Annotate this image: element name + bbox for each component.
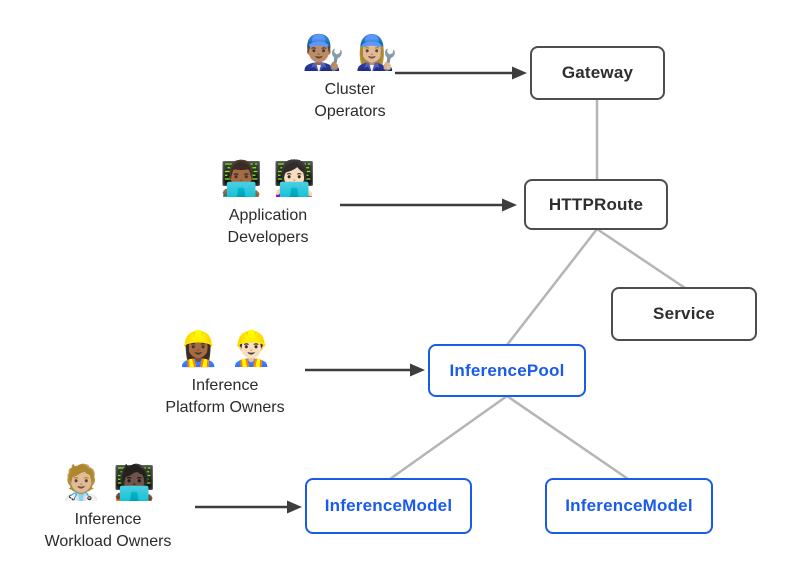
node-service-label: Service [653, 304, 715, 323]
node-gateway-label: Gateway [561, 63, 634, 82]
persona-inference-platform-owners: 👷🏾‍♀️ 👷🏻‍♂️ Inference Platform Owners [135, 329, 315, 419]
arrow-application-developers-httproute [340, 198, 517, 212]
arrow-platform-owners-inferencepool [305, 363, 425, 377]
inference-platform-owners-emoji-icon: 👷🏾‍♀️ 👷🏻‍♂️ [177, 329, 273, 369]
cluster-operators-label: Cluster Operators [314, 81, 386, 121]
persona-cluster-operators: 👨🏽‍🔧 👩🏼‍🔧 Cluster Operators [275, 33, 425, 123]
node-inferencepool: InferencePool [428, 344, 586, 397]
node-service: Service [611, 287, 757, 341]
node-inferencemodel-right: InferenceModel [545, 478, 713, 534]
node-httproute-label: HTTPRoute [548, 194, 644, 214]
connector-inferencepool-model-right [506, 394, 629, 481]
node-gateway: Gateway [530, 46, 665, 100]
inference-workload-owners-label: Inference Workload Owners [44, 511, 172, 551]
persona-inference-workload-owners: 🧑🏼‍⚕️ 🧑🏿‍💻 Inference Workload Owners [18, 463, 198, 553]
node-inferencepool-label: InferencePool [449, 360, 565, 380]
connector-httproute-service [596, 227, 686, 290]
inference-workload-owners-emoji-icon: 🧑🏼‍⚕️ 🧑🏿‍💻 [60, 463, 156, 503]
connector-httproute-inferencepool [506, 228, 598, 346]
connector-inferencepool-model-left [389, 394, 508, 481]
application-developers-label: Application Developers [227, 207, 309, 247]
node-inferencemodel-left: InferenceModel [305, 478, 472, 534]
node-inferencemodel-left-label: InferenceModel [324, 496, 453, 515]
persona-application-developers: 👨🏾‍💻 👩🏻‍💻 Application Developers [188, 159, 348, 249]
node-httproute: HTTPRoute [524, 179, 668, 230]
arrow-workload-owners-inferencemodel [195, 500, 302, 514]
cluster-operators-emoji-icon: 👨🏽‍🔧 👩🏼‍🔧 [302, 33, 398, 73]
node-inferencemodel-right-label: InferenceModel [565, 496, 693, 515]
application-developers-emoji-icon: 👨🏾‍💻 👩🏻‍💻 [220, 159, 316, 199]
arrow-cluster-operators-gateway [395, 66, 527, 80]
inference-platform-owners-label: Inference Platform Owners [165, 377, 285, 417]
